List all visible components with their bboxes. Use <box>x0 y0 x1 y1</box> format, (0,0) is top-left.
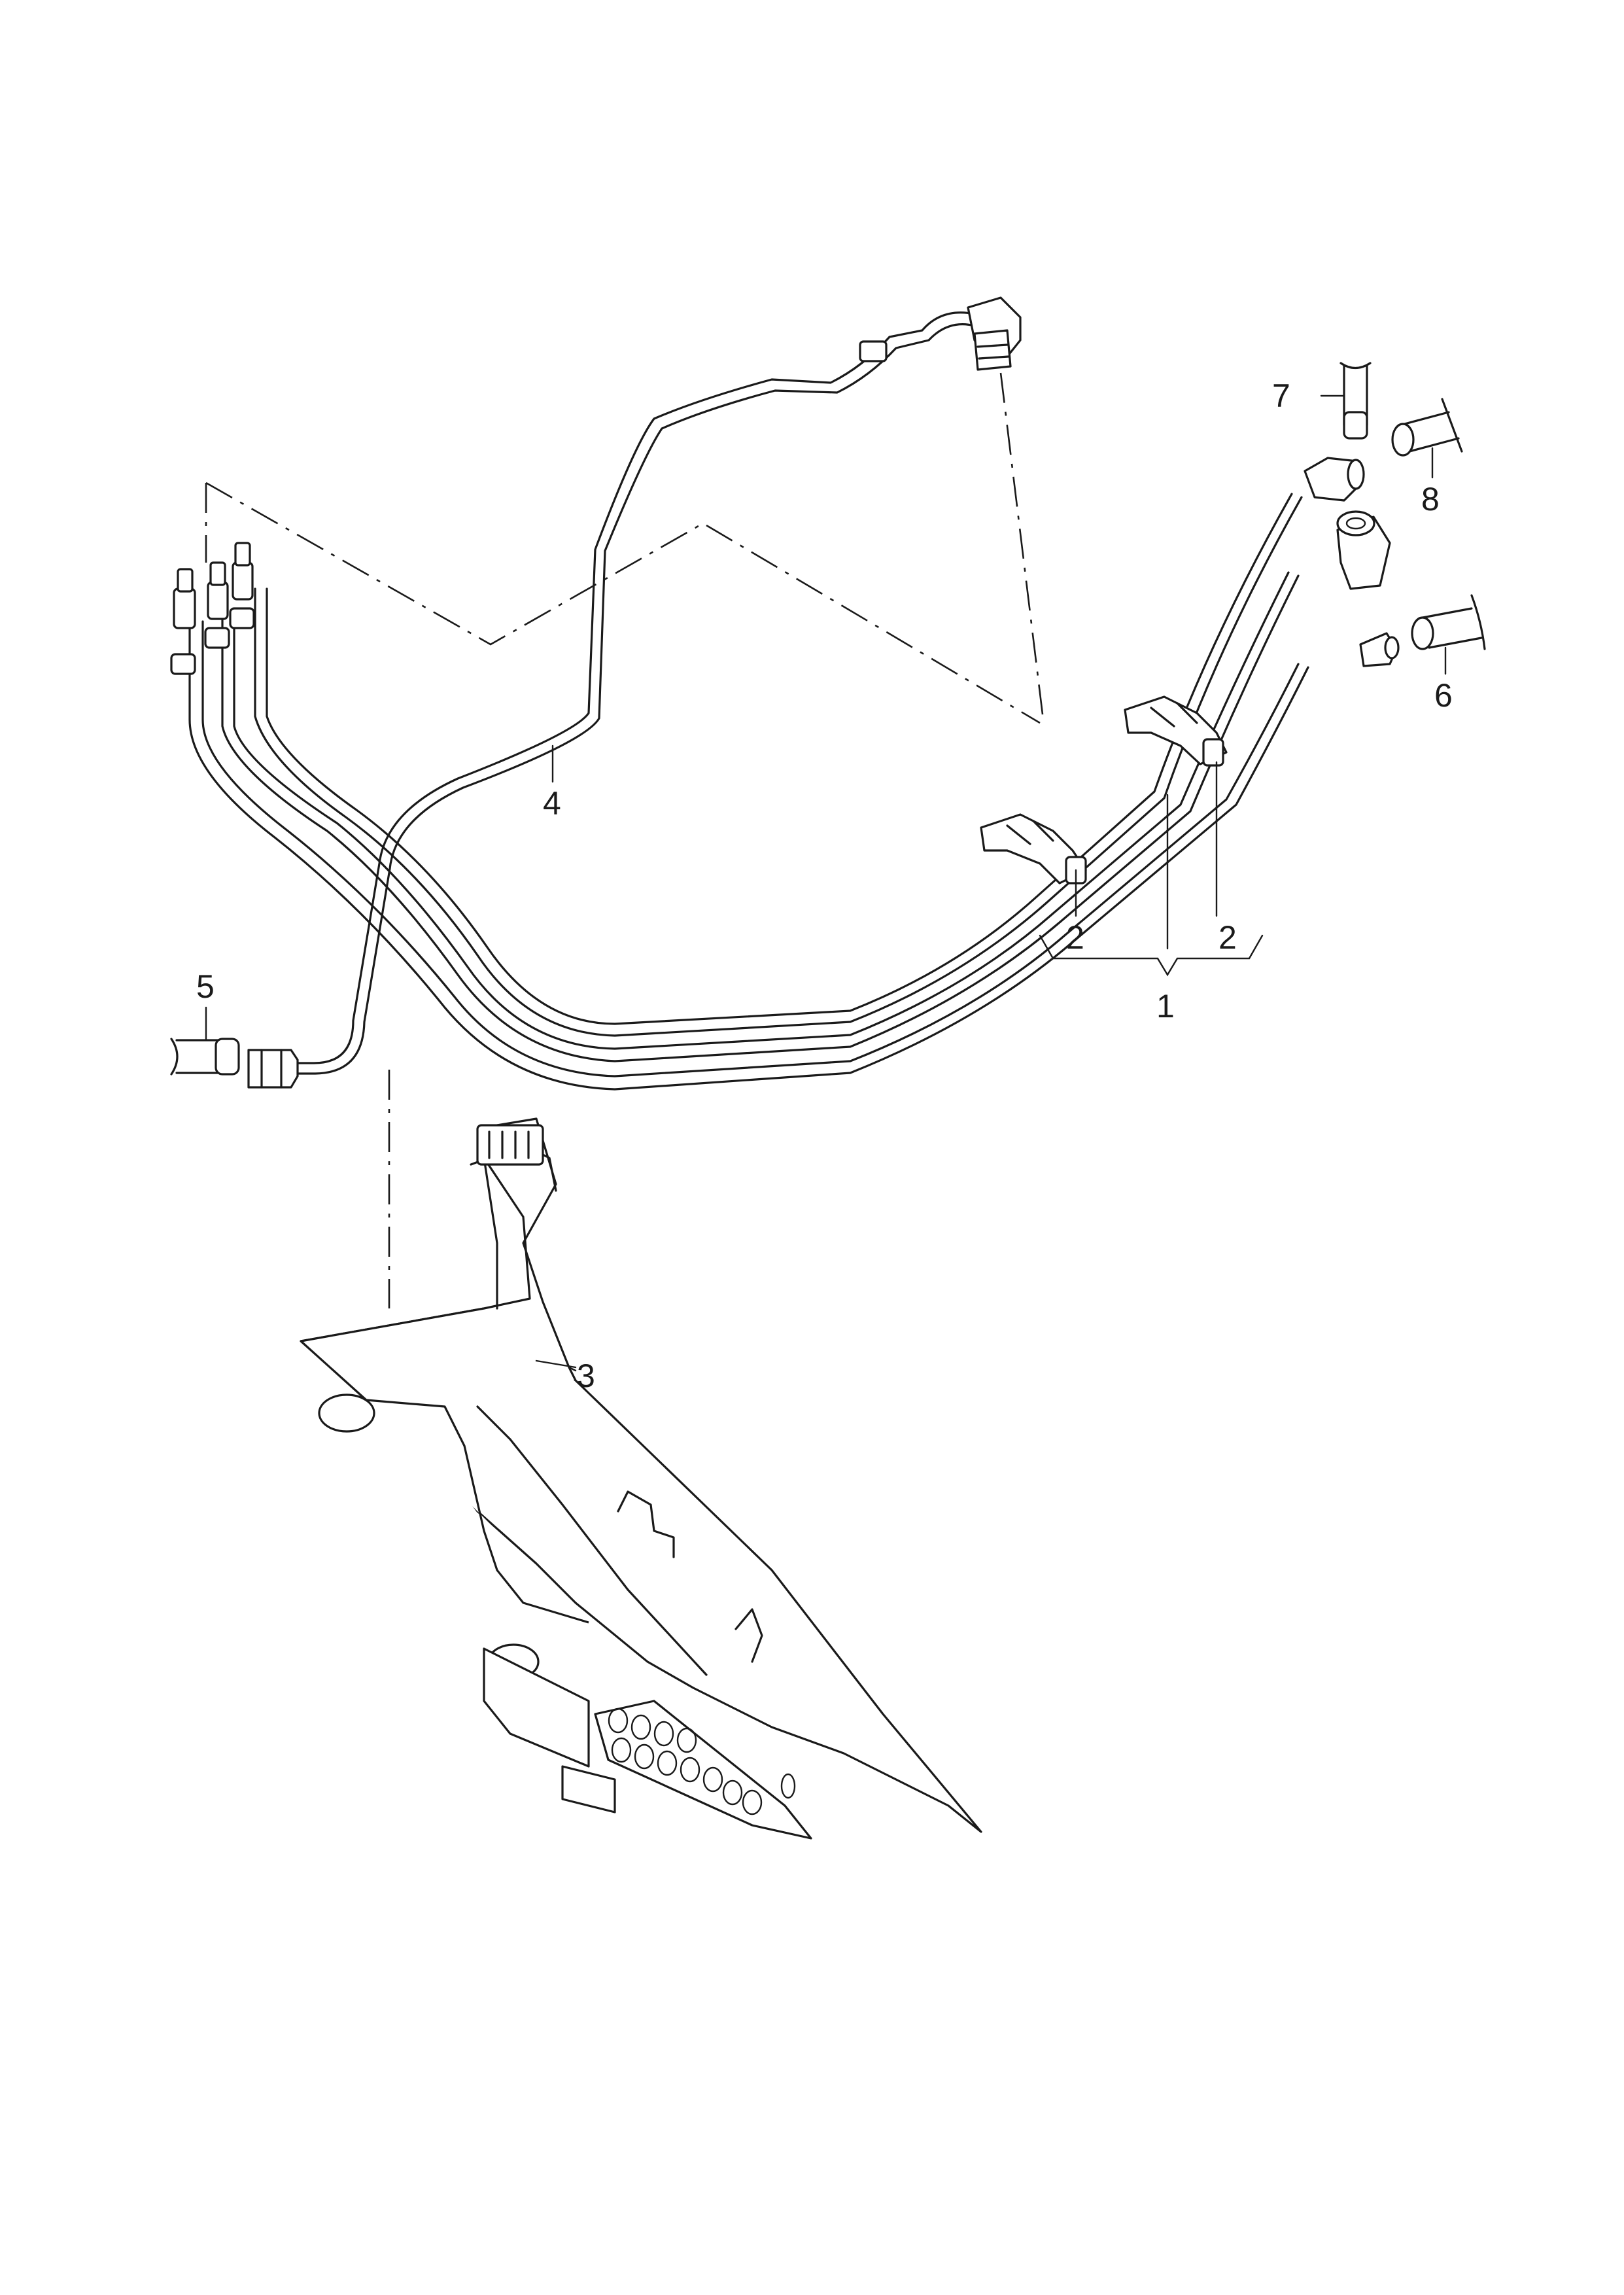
callout-6: 6 <box>1434 677 1453 714</box>
hose-8[interactable] <box>1391 398 1463 479</box>
alignment-lines <box>205 372 1045 1308</box>
slot-holes <box>608 1708 763 1815</box>
fuel-line-single[interactable] <box>247 296 1022 1089</box>
leader-lines <box>535 745 1264 1372</box>
hose-5[interactable] <box>170 1006 240 1076</box>
callout-4: 4 <box>543 785 561 822</box>
heat-shield-bracket[interactable] <box>300 1117 982 1840</box>
right-connectors[interactable] <box>1304 457 1400 667</box>
clip-right[interactable] <box>1124 695 1228 767</box>
hose-7[interactable] <box>1320 362 1372 440</box>
callout-2-left: 2 <box>1066 919 1084 956</box>
callout-labels: 1 2 2 3 4 5 6 7 8 <box>196 377 1453 1394</box>
callout-3: 3 <box>577 1358 595 1394</box>
callout-8: 8 <box>1421 481 1440 517</box>
callout-1: 1 <box>1156 988 1175 1025</box>
clip-left[interactable] <box>980 813 1087 885</box>
callout-7: 7 <box>1272 377 1290 414</box>
callout-5: 5 <box>196 968 215 1005</box>
callout-2-right: 2 <box>1218 919 1237 956</box>
hose-6[interactable] <box>1411 594 1486 675</box>
fuel-line-bundle[interactable] <box>170 493 1309 1091</box>
